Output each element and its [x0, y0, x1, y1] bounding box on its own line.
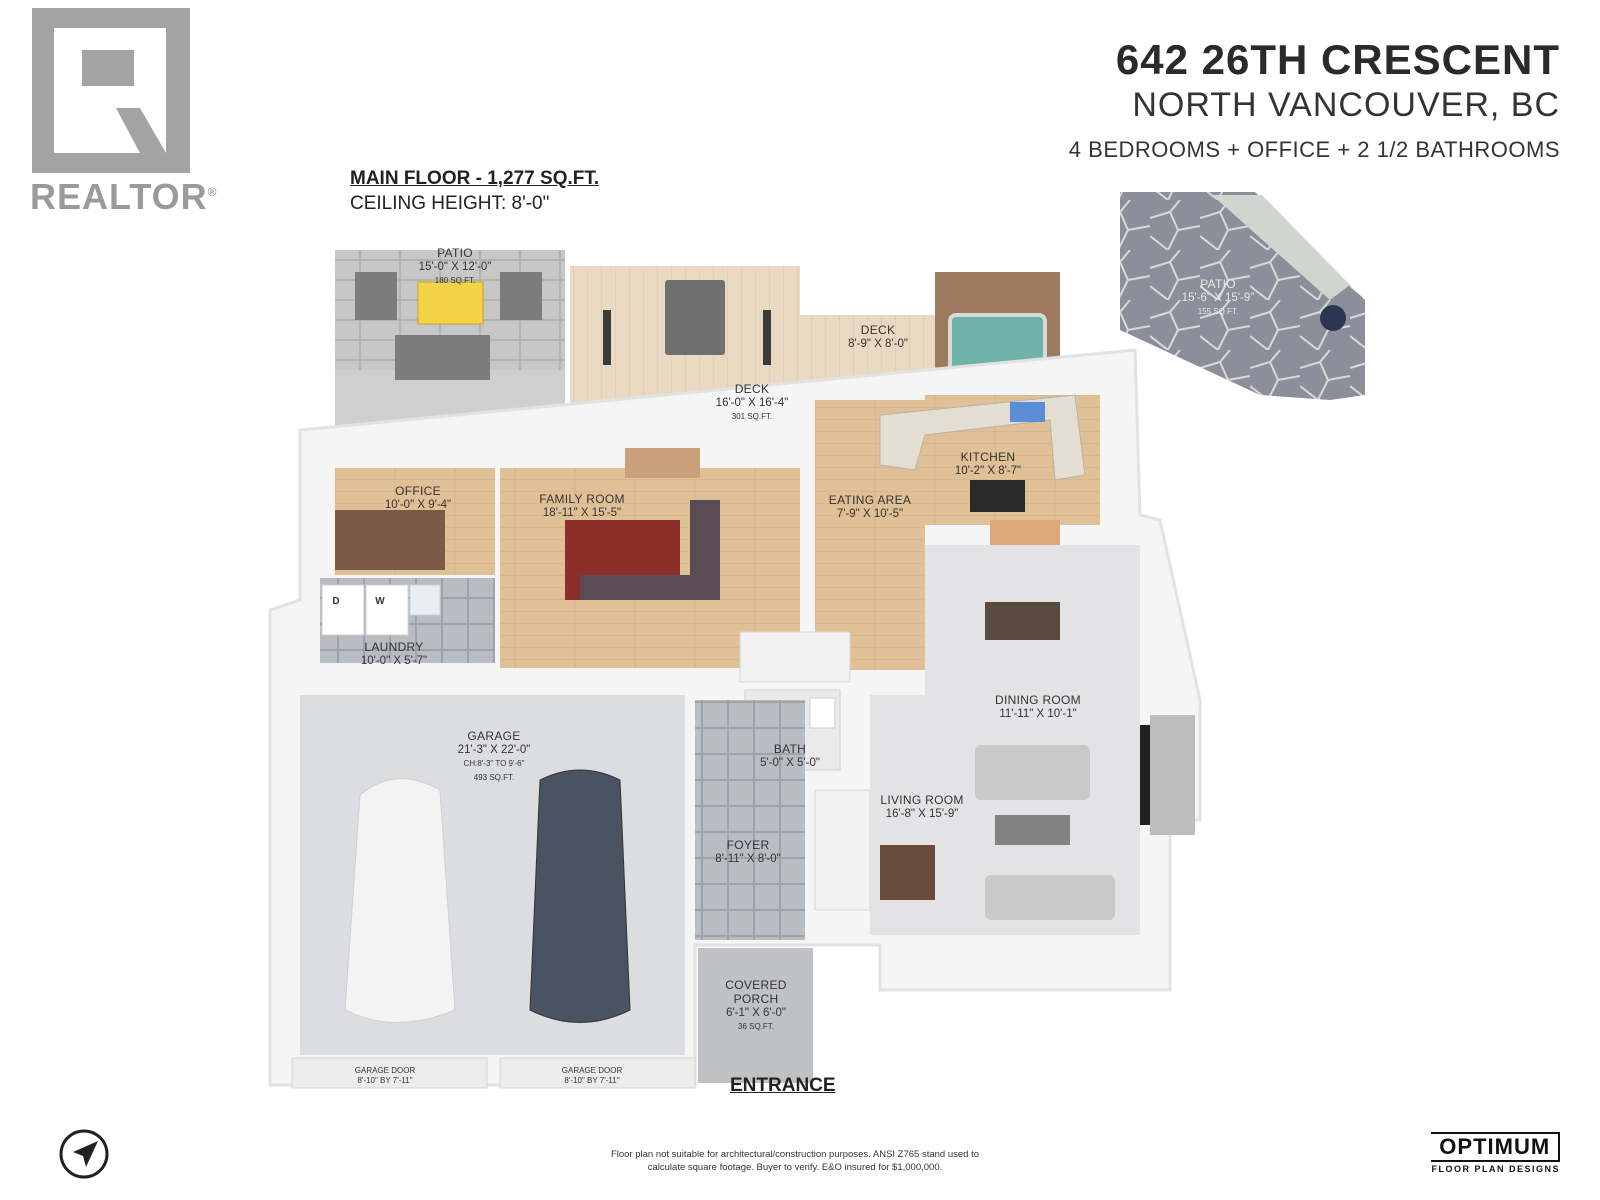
stairs-up	[739, 631, 851, 683]
living-fireplace	[1150, 715, 1195, 835]
label-kitchen: KITCHEN 10'-2" X 8'-7"	[954, 450, 1022, 477]
washer	[365, 584, 409, 636]
label-dining-room: DINING ROOM 11'-11" X 10'-1"	[995, 693, 1081, 720]
living-sofa-back	[975, 745, 1090, 800]
living-sofa-front	[985, 875, 1115, 920]
label-eating-area: EATING AREA 7'-9" X 10'-5"	[828, 493, 912, 520]
label-dryer: D	[332, 596, 340, 607]
realtor-wordmark: REALTOR	[30, 176, 208, 217]
sectional-sofa	[580, 500, 720, 600]
dryer	[321, 584, 365, 636]
label-washer: W	[375, 596, 385, 607]
optimum-tagline: FLOOR PLAN DESIGNS	[1431, 1164, 1560, 1174]
listing-summary: 4 BEDROOMS + OFFICE + 2 1/2 BATHROOMS	[1068, 137, 1560, 162]
label-covered-porch: COVERED PORCH 6'-1" X 6'-0" 36 SQ.FT.	[725, 978, 787, 1031]
listing-address: 642 26TH CRESCENT	[1115, 36, 1560, 83]
label-bath: BATH 5'-0" X 5'-0"	[760, 742, 820, 769]
floor-heading: MAIN FLOOR - 1,277 SQ.FT. CEILING HEIGHT…	[350, 168, 599, 215]
foyer-floor	[695, 700, 805, 940]
label-garage: GARAGE 21'-3" X 22'-0" CH:8'-3" TO 9'-6"…	[457, 729, 531, 782]
label-living-room: LIVING ROOM 16'-8" X 15'-9"	[880, 793, 964, 820]
disclaimer: Floor plan not suitable for architectura…	[610, 1149, 980, 1173]
ceiling-height: CEILING HEIGHT: 8'-0"	[350, 193, 550, 214]
north-arrow-icon	[59, 1129, 109, 1179]
garage-door-2	[499, 1057, 696, 1089]
dining-table	[985, 602, 1060, 640]
patio-right-steps	[1212, 195, 1350, 300]
registered-mark: ®	[207, 185, 218, 199]
deck-heater-left	[603, 310, 611, 365]
patio-chair-right	[500, 272, 542, 320]
optimum-wordmark: OPTIMUM	[1431, 1132, 1560, 1162]
laundry-sink	[409, 584, 441, 616]
deck-heater-right	[763, 310, 771, 365]
patio-sofa	[395, 335, 490, 380]
tv	[1140, 725, 1150, 825]
entrance-label: ENTRANCE	[730, 1075, 836, 1096]
coffee-table	[995, 815, 1070, 845]
stairs-down	[814, 789, 871, 911]
optimum-logo: OPTIMUM FLOOR PLAN DESIGNS	[1431, 1132, 1560, 1174]
deck-dining-table	[665, 280, 725, 355]
listing-title-block: 642 26TH CRESCENT NORTH VANCOUVER, BC 4 …	[1069, 36, 1560, 163]
fireplace	[625, 448, 700, 478]
label-garage-door-2: GARAGE DOOR 8'-10" BY 7'-11"	[561, 1066, 623, 1085]
label-garage-door-1: GARAGE DOOR 8'-10" BY 7'-11"	[354, 1066, 416, 1085]
realtor-r-icon	[32, 8, 190, 173]
listing-city: NORTH VANCOUVER, BC	[1132, 86, 1560, 124]
patio-chair-left	[355, 272, 397, 320]
kitchen-island-range	[970, 480, 1025, 512]
label-patio-right: PATIO 15'-6" X 15'-9" 155 SQ.FT.	[1181, 277, 1255, 316]
label-family-room: FAMILY ROOM 18'-11" X 15'-5"	[539, 492, 625, 519]
garage-door-1	[291, 1057, 488, 1089]
label-deck-main: DECK 16'-0" X 16'-4" 301 SQ.FT.	[715, 382, 789, 421]
bistro-table	[1320, 305, 1346, 331]
fire-table	[417, 281, 484, 325]
label-laundry: LAUNDRY 10'-0" X 5'-7"	[360, 640, 428, 667]
armchair	[880, 845, 935, 900]
bath-sink	[809, 697, 836, 729]
car-dark	[529, 769, 631, 1023]
realtor-logo: REALTOR®	[30, 8, 217, 218]
label-office: OFFICE 10'-0" X 9'-4"	[384, 484, 452, 511]
car-white	[344, 778, 456, 1023]
floor-title: MAIN FLOOR - 1,277 SQ.FT.	[350, 168, 600, 189]
label-deck-small: DECK 8'-9" X 8'-0"	[848, 323, 908, 350]
label-patio-left: PATIO 15'-0" X 12'-0" 180 SQ.FT.	[418, 246, 492, 285]
covered-porch-floor	[698, 948, 813, 1083]
office-desk	[335, 510, 445, 570]
label-foyer: FOYER 8'-11" X 8'-0"	[715, 838, 781, 865]
kitchen-sink	[1010, 402, 1045, 422]
